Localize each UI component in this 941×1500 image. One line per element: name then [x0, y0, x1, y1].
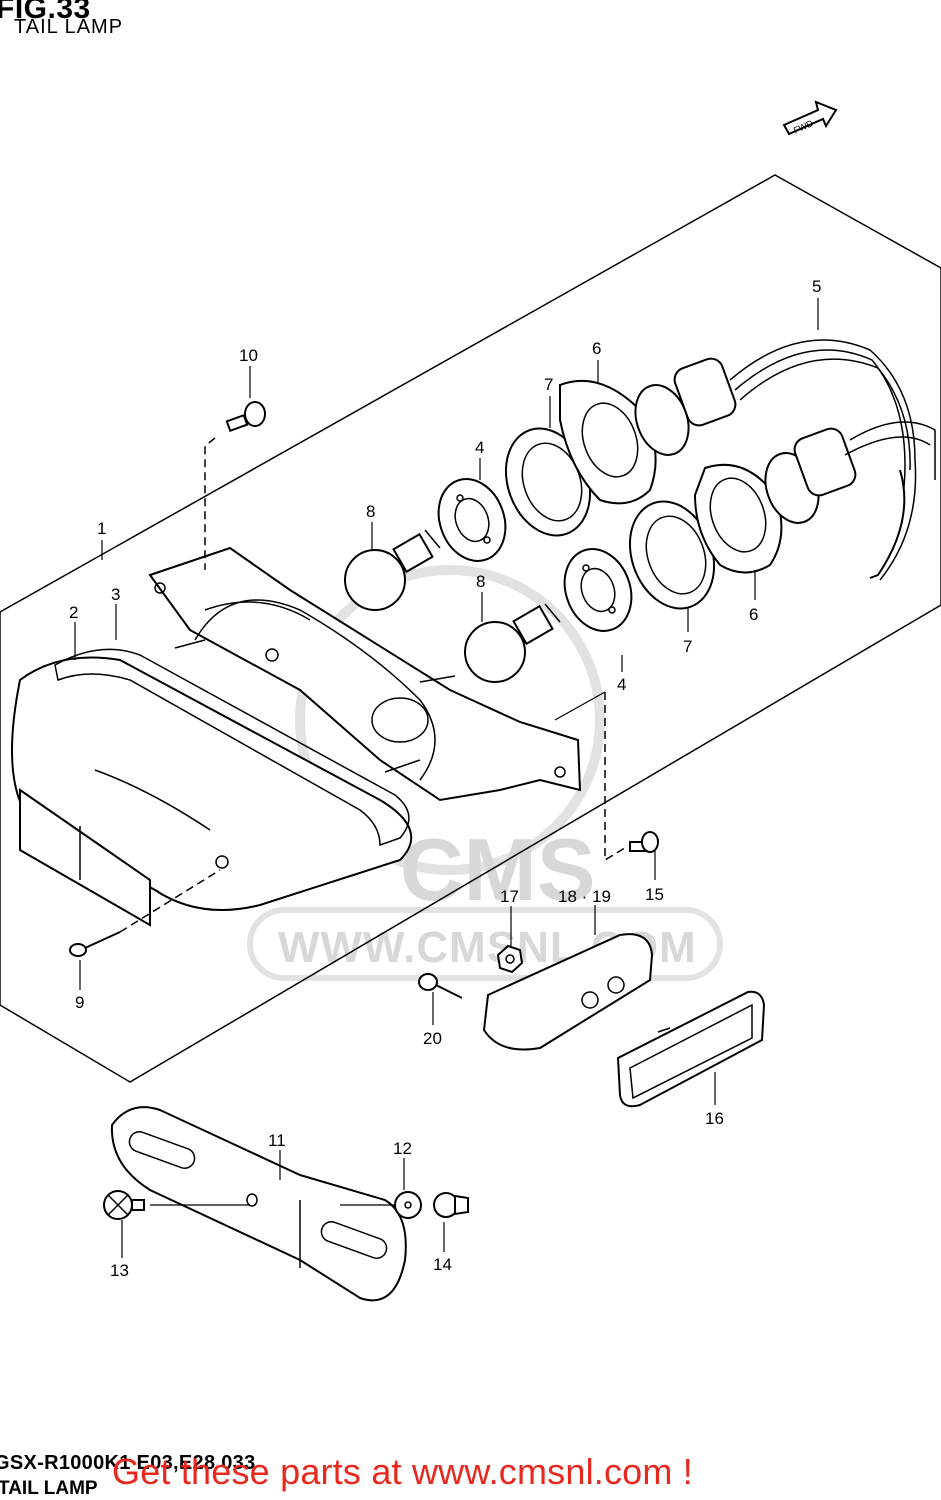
screw-9-guide	[119, 869, 221, 933]
bolt-15-guide	[604, 692, 629, 862]
callout-4-upper: 4	[475, 438, 484, 457]
bolt-10-guide	[204, 437, 216, 570]
diagram-code: GSX-R1000K1 E03,E28 033	[0, 1452, 256, 1474]
figure-number: FIG.33	[0, 0, 91, 25]
callout-15: 15	[645, 885, 664, 904]
callout-10: 10	[239, 346, 258, 365]
assembly-outline-frame	[0, 174, 941, 1083]
callout-7-upper: 7	[544, 375, 553, 394]
bulb-upper	[344, 529, 441, 611]
callout-6-lower: 6	[749, 605, 758, 624]
callout-4-lower: 4	[617, 675, 626, 694]
callout-12: 12	[393, 1139, 412, 1158]
rivet-13-icon	[103, 1190, 145, 1220]
bolt-15-guide-top	[554, 691, 606, 721]
tail-lamp-lens	[11, 656, 413, 927]
reflector-ring-upper	[504, 427, 592, 537]
callout-13: 13	[110, 1261, 129, 1280]
bulb-socket-upper	[437, 478, 507, 562]
callout-16: 16	[705, 1109, 724, 1128]
callout-8-lower: 8	[476, 572, 485, 591]
callout-6-upper: 6	[592, 339, 601, 358]
callout-17: 17	[500, 887, 519, 906]
callout-18-19: 18 · 19	[558, 887, 611, 906]
callout-20: 20	[423, 1029, 442, 1048]
watermark-url-frame	[247, 907, 723, 981]
callout-leaders	[74, 298, 819, 1258]
gasket-lower	[693, 463, 783, 574]
wiring-harness	[673, 339, 936, 581]
watermark-logo: CMS	[400, 820, 596, 919]
callout-5: 5	[812, 277, 821, 296]
bulb-lower	[464, 603, 561, 683]
screw-9-icon	[69, 931, 121, 957]
callout-3: 3	[111, 585, 120, 604]
nut-17-icon	[496, 944, 524, 974]
callout-2: 2	[69, 603, 78, 622]
shop-link[interactable]: Get these parts at www.cmsnl.com !	[112, 1451, 693, 1492]
callout-11: 11	[268, 1131, 286, 1150]
rear-reflector	[616, 990, 766, 1108]
bolt-15-icon	[629, 831, 659, 853]
callout-7-lower: 7	[683, 637, 692, 656]
license-bracket	[110, 1106, 407, 1302]
lens-seal	[54, 648, 410, 847]
bolt-10-icon	[225, 401, 266, 433]
reflector-ring-lower	[628, 500, 716, 610]
callout-14: 14	[433, 1255, 452, 1274]
callout-9: 9	[75, 993, 84, 1012]
screw-20-icon	[418, 973, 463, 999]
gasket-upper	[559, 379, 657, 505]
watermark-ring	[295, 565, 605, 875]
washer-12-icon	[394, 1191, 422, 1219]
fwd-arrow-icon: FWD	[782, 100, 838, 136]
callout-1: 1	[97, 519, 106, 538]
nut-14-icon	[433, 1192, 469, 1218]
figure-title: TAIL LAMP	[14, 16, 124, 38]
license-lamp	[482, 933, 654, 1051]
bulb-socket-lower	[563, 548, 633, 632]
tail-lamp-housing	[148, 546, 582, 802]
diagram-footer-title: TAIL LAMP	[0, 1478, 98, 1499]
callout-8-upper: 8	[366, 502, 375, 521]
